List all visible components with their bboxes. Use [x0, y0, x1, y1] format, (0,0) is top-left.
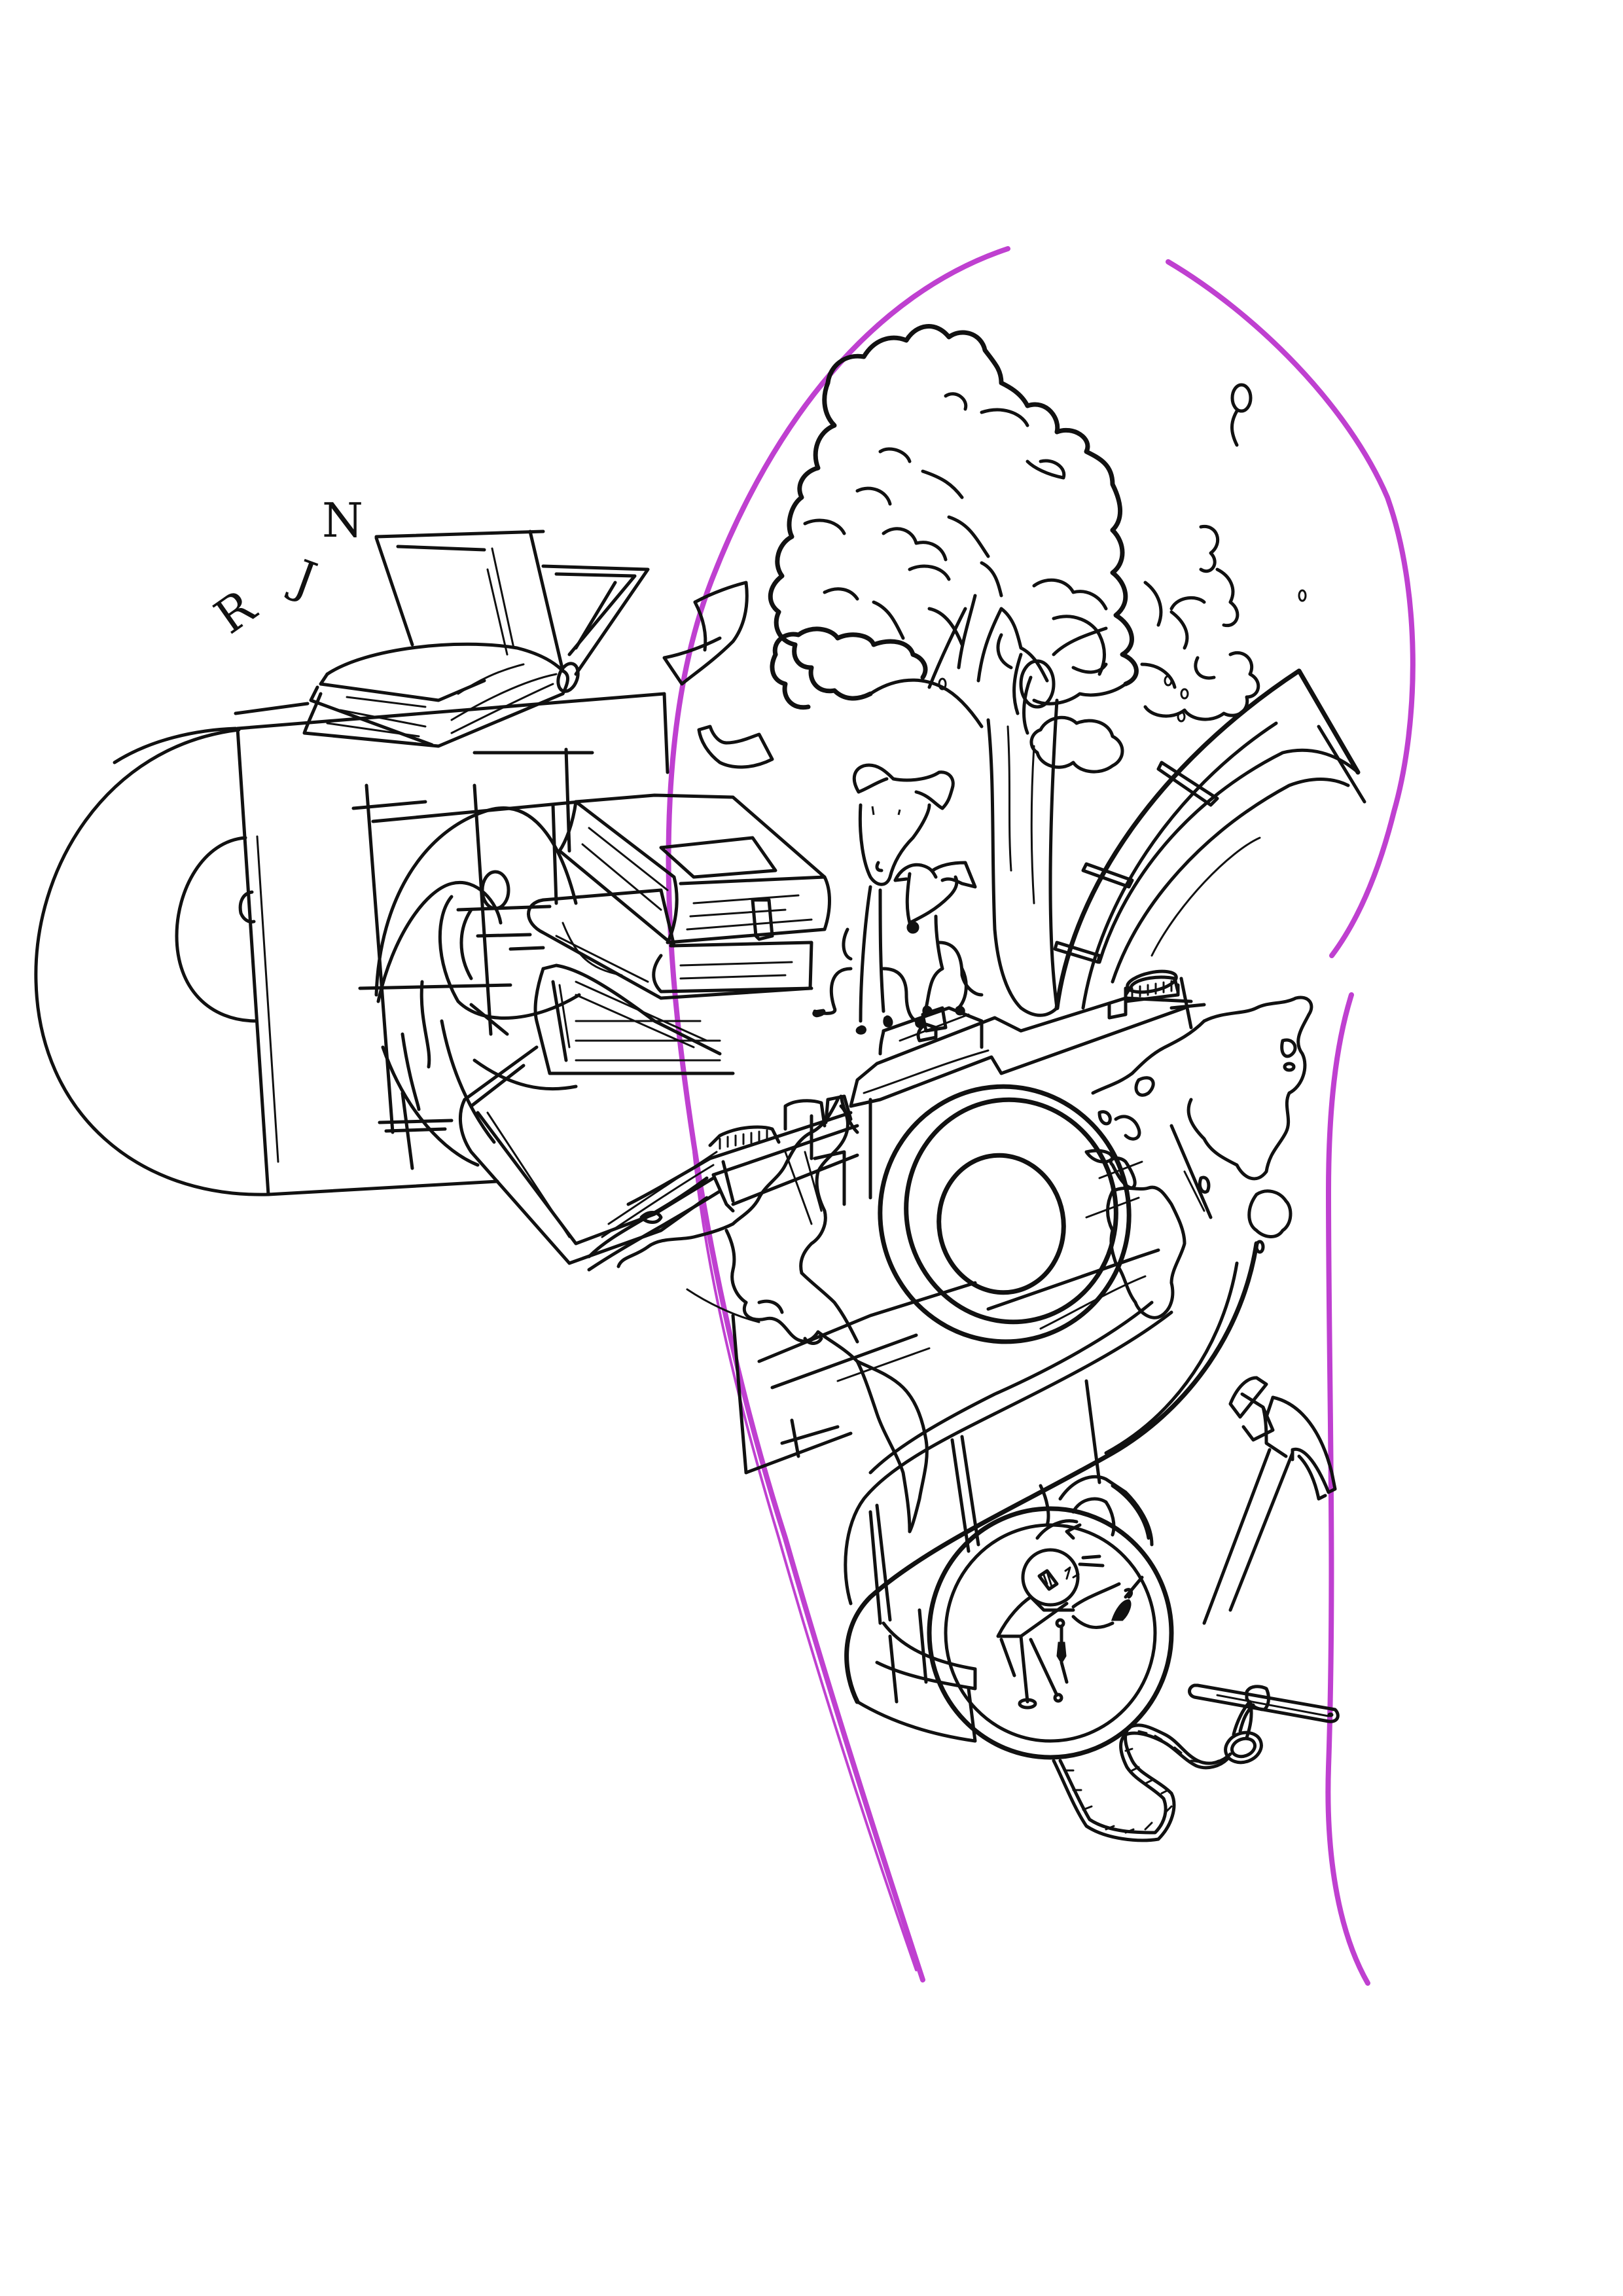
pocket-watch-icon — [927, 1475, 1174, 1760]
film-strip-lower-icon — [844, 1241, 1259, 1743]
open-book-icon — [234, 529, 650, 748]
tree-icon — [768, 324, 1307, 1017]
initial-j: J — [283, 548, 323, 607]
two-dogs-icon — [812, 763, 984, 1035]
book-stack-icon — [458, 793, 831, 1272]
falling-pages-icon — [662, 581, 774, 769]
watch-chain-icon — [1052, 1700, 1263, 1842]
initial-r: R — [205, 579, 266, 645]
camera-icon — [626, 969, 1213, 1390]
world-map-icon — [616, 996, 1313, 1534]
film-strip-icon — [1053, 668, 1366, 1011]
arm-outline — [666, 246, 1416, 1986]
vinyl-record-icon — [34, 726, 270, 1196]
initials: N J R — [205, 493, 363, 645]
initial-n: N — [322, 493, 363, 548]
record-sleeve-icon — [236, 692, 669, 1196]
needle-icon — [1188, 1683, 1340, 1723]
hammer-icon — [1202, 1376, 1337, 1625]
